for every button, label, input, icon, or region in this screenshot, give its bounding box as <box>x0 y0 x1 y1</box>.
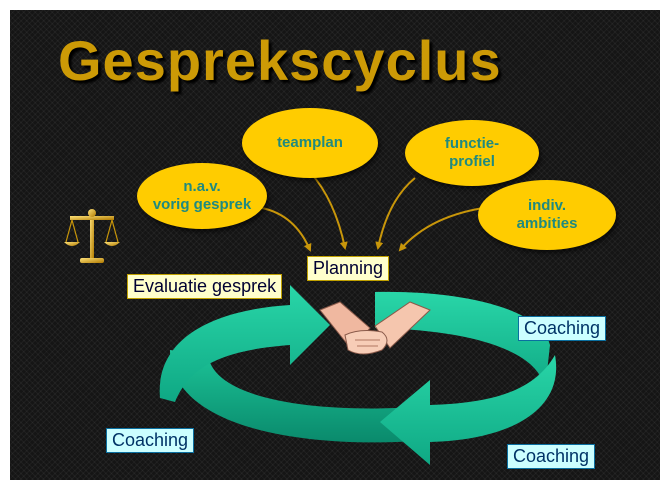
connector-vorig-gesprek <box>261 207 312 252</box>
oval-vorig-gesprek-label: n.a.v. vorig gesprek <box>152 178 252 213</box>
scales-icon <box>64 209 120 263</box>
cycle-ring <box>159 285 557 465</box>
oval-ambities: indiv. ambities <box>478 180 616 250</box>
slide-title: Gesprekscyclus <box>58 29 502 92</box>
coaching-label-right: Coaching <box>518 316 607 341</box>
handshake-icon <box>319 301 431 355</box>
coaching-label-bottom: Coaching <box>507 444 596 469</box>
oval-functieprofiel-label: functie- profiel <box>444 135 500 170</box>
planning-label: Planning <box>307 256 390 281</box>
slide: Gesprekscyclus <box>10 10 660 480</box>
diagram-canvas <box>64 171 557 465</box>
coaching-label-left: Coaching <box>106 428 195 453</box>
connector-functieprofiel <box>375 177 416 250</box>
cycle-band-lower <box>170 350 440 443</box>
oval-vorig-gesprek: n.a.v. vorig gesprek <box>137 163 267 229</box>
cycle-arrow-bottom <box>380 355 557 465</box>
cycle-arrow-left <box>159 285 330 402</box>
oval-teamplan: teamplan <box>242 108 378 178</box>
connector-teamplan <box>309 171 348 250</box>
oval-functieprofiel: functie- profiel <box>405 120 539 186</box>
evaluation-label: Evaluatie gesprek <box>127 274 283 299</box>
oval-ambities-label: indiv. ambities <box>516 197 578 232</box>
connector-ambities <box>398 206 491 252</box>
oval-teamplan-label: teamplan <box>277 134 343 151</box>
